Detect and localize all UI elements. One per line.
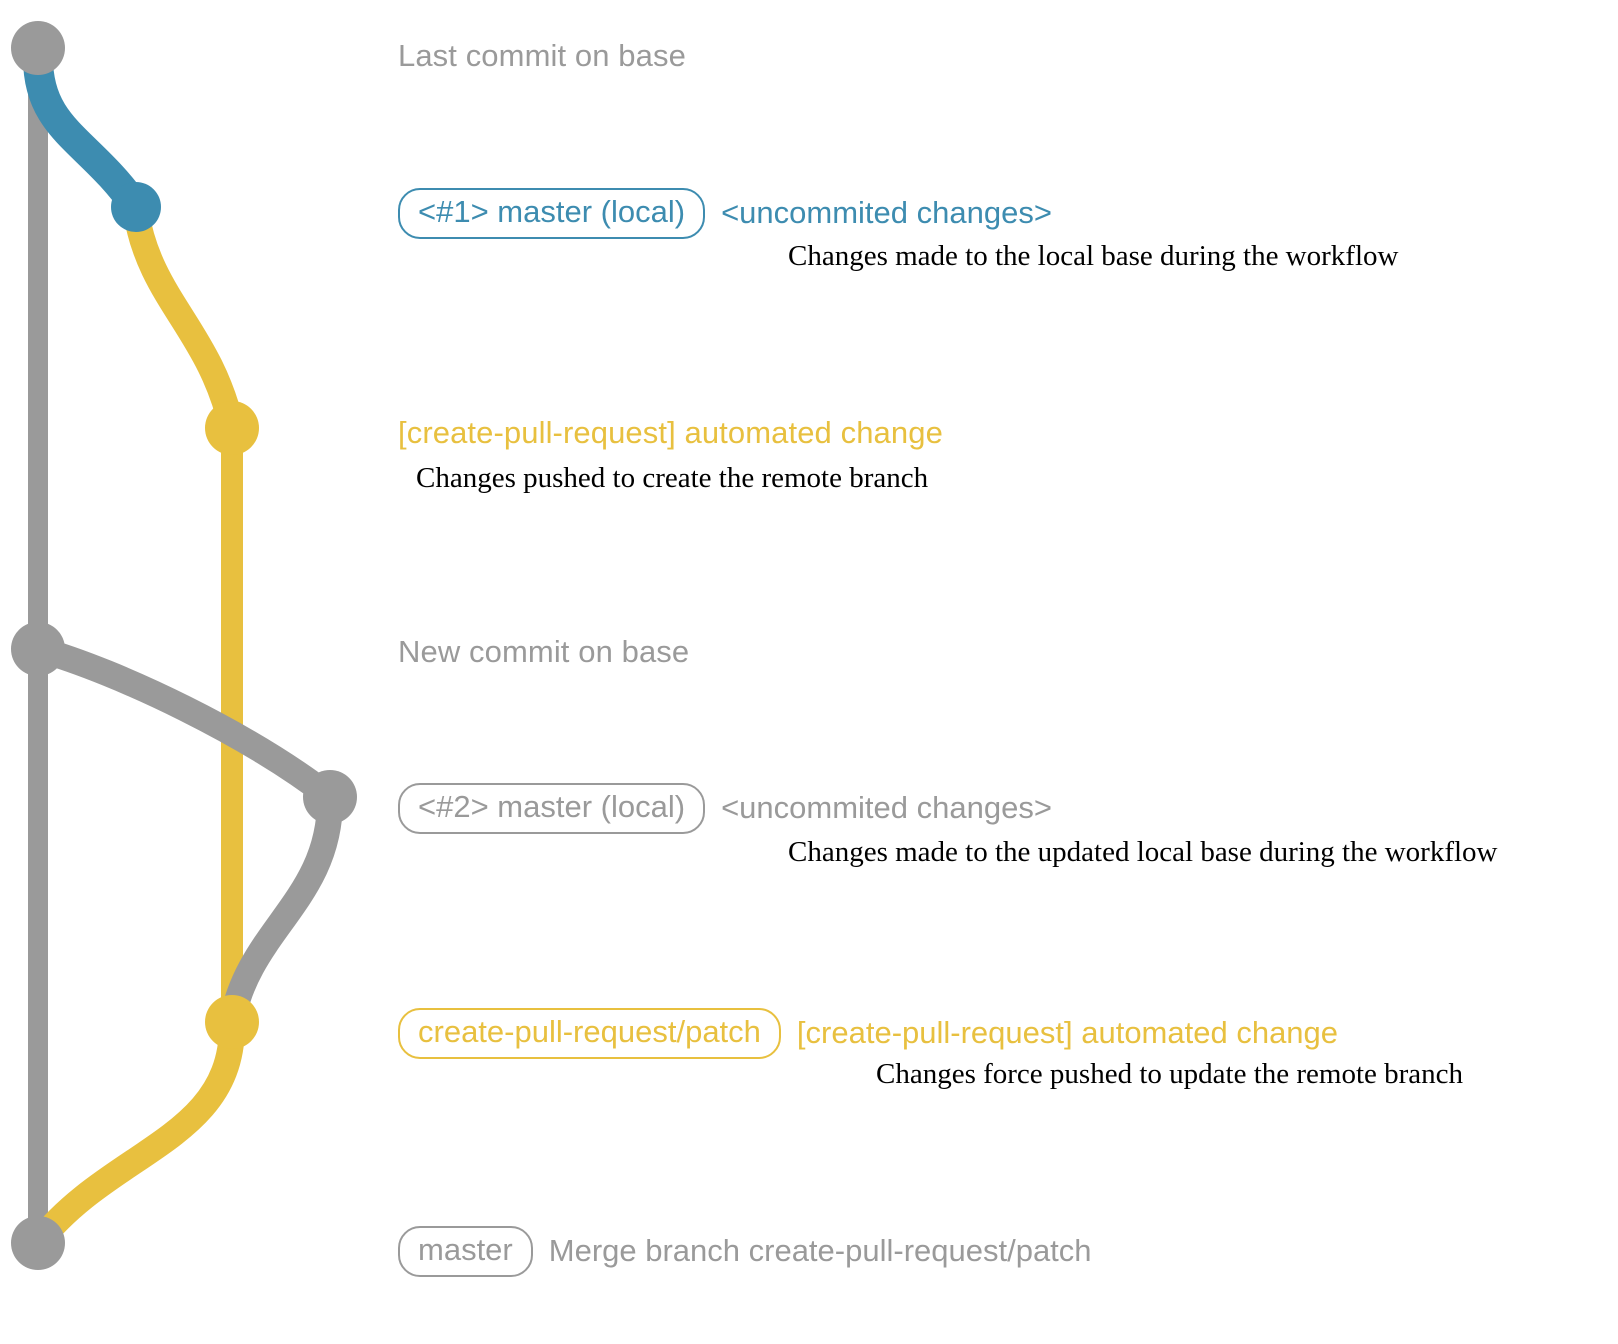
- commit-message-merge-branch: Merge branch create-pull-request/patch: [548, 1233, 1092, 1269]
- commit-message-last-commit-on-base: Last commit on base: [398, 38, 686, 73]
- row-automated-change-1: [create-pull-request] automated change: [398, 415, 943, 451]
- description-updated-local-base-changes: Changes made to the updated local base d…: [788, 836, 1498, 868]
- commit-node-patch-2[interactable]: [205, 995, 259, 1049]
- edge-patch2-to-merge: [25, 1013, 245, 1256]
- commit-node-local-1[interactable]: [111, 182, 161, 232]
- commit-node-patch-1[interactable]: [205, 401, 259, 455]
- description-force-pushed-update-remote-branch: Changes force pushed to update the remot…: [876, 1058, 1464, 1090]
- branch-badge-create-pull-request-patch[interactable]: create-pull-request/patch: [398, 1008, 781, 1059]
- commit-message-automated-change-1: [create-pull-request] automated change: [398, 415, 943, 450]
- commit-node-local-2[interactable]: [303, 770, 357, 824]
- branch-badge-master-local-1[interactable]: <#1> master (local): [398, 188, 706, 239]
- commit-message-uncommited-changes-2: <uncommited changes>: [721, 790, 1052, 826]
- row-new-commit-on-base: New commit on base: [398, 634, 689, 670]
- commit-node-base-last[interactable]: [11, 21, 65, 75]
- description-local-base-changes: Changes made to the local base during th…: [788, 240, 1399, 272]
- commit-message-new-commit-on-base: New commit on base: [398, 634, 690, 669]
- edge-basenew-to-local2: [25, 636, 343, 810]
- branch-badge-master-local-2[interactable]: <#2> master (local): [398, 783, 706, 834]
- row-master-merge: master Merge branch create-pull-request/…: [398, 1226, 1092, 1277]
- row-create-pull-request-patch: create-pull-request/patch [create-pull-r…: [398, 1008, 1338, 1059]
- row-last-commit-on-base: Last commit on base: [398, 38, 686, 74]
- edge-base-to-local1: [23, 43, 151, 222]
- row-master-local-2: <#2> master (local) <uncommited changes>: [398, 783, 1052, 834]
- commit-message-uncommited-changes-1: <uncommited changes>: [721, 195, 1052, 231]
- row-master-local-1: <#1> master (local) <uncommited changes>: [398, 188, 1052, 239]
- commit-graph: [11, 21, 357, 1270]
- commit-node-base-new[interactable]: [11, 622, 65, 676]
- commit-node-base-merge[interactable]: [11, 1216, 65, 1270]
- branch-badge-master[interactable]: master: [398, 1226, 533, 1277]
- commit-message-automated-change-2: [create-pull-request] automated change: [796, 1015, 1339, 1051]
- edge-local2-to-patch2: [219, 787, 343, 1035]
- description-pushed-create-remote-branch: Changes pushed to create the remote bran…: [416, 462, 929, 494]
- edge-local1-to-patch1: [123, 199, 245, 441]
